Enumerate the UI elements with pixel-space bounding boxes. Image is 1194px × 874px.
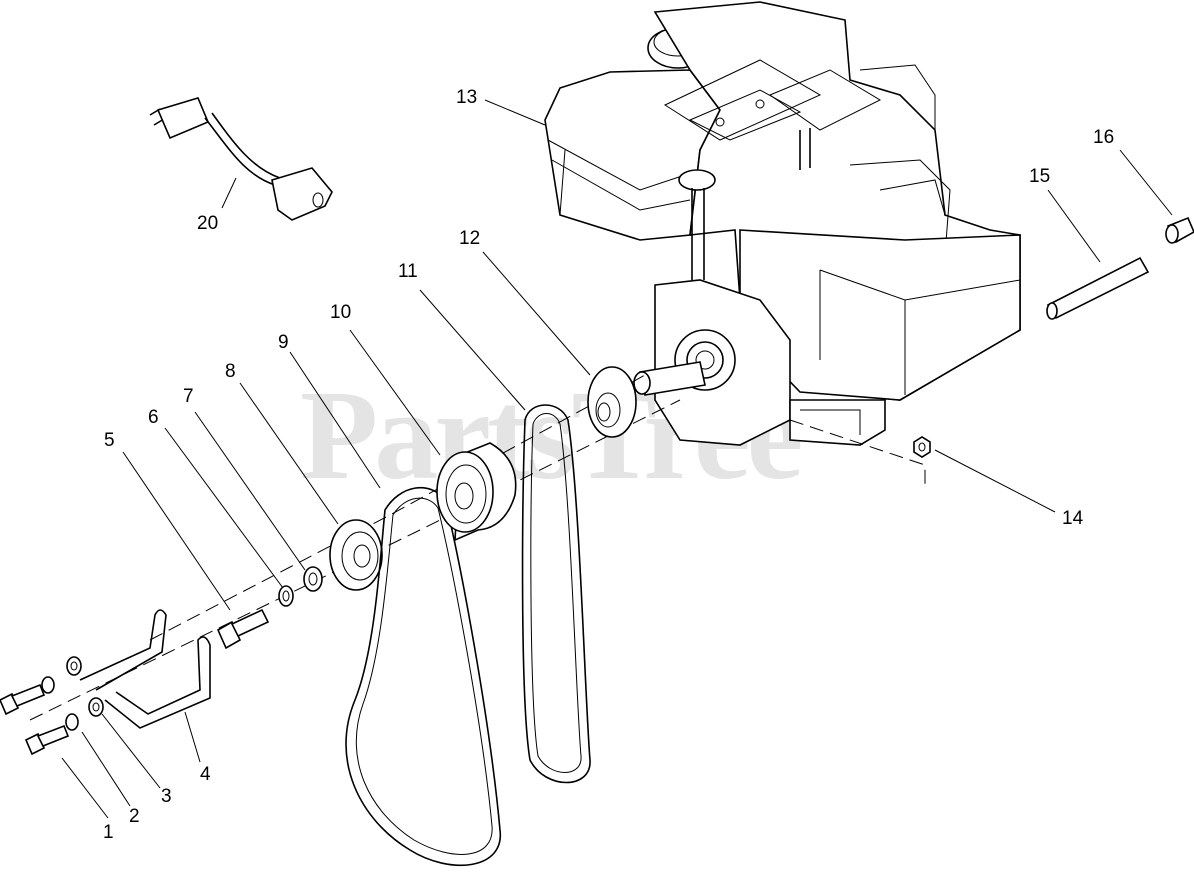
engine-assembly [544,1,1021,446]
callout-8: 8 [225,361,236,382]
extension-cord [149,97,333,221]
idler-pulley-part-8 [329,519,383,591]
callout-numbers: 1 2 3 4 5 6 7 8 9 10 11 12 13 14 15 16 2… [103,87,1114,843]
washer-part-6 [278,585,294,607]
callout-6: 6 [148,407,159,428]
callout-4: 4 [200,764,211,785]
spacer-part-15 [1046,256,1150,320]
auger-pulley-part-12 [587,366,637,438]
callout-5: 5 [104,430,115,451]
callout-3: 3 [161,786,172,807]
callout-10: 10 [330,302,351,323]
callout-20: 20 [197,213,218,234]
callout-15: 15 [1029,166,1050,187]
bushing-part-16 [1165,216,1194,244]
nut-part-14 [913,436,931,458]
callout-12: 12 [459,228,480,249]
callout-2: 2 [129,806,140,827]
bolt-part-1 [0,683,70,756]
callout-16: 16 [1093,127,1114,148]
flat-washer-part-3 [66,656,104,717]
callout-11: 11 [398,261,418,282]
callout-1: 1 [103,822,114,843]
lock-washer-part-2 [41,676,79,731]
callout-13: 13 [456,87,477,108]
callout-9: 9 [278,332,289,353]
washer-part-7 [303,566,323,592]
callout-7: 7 [183,386,194,407]
centerline-main [29,399,681,721]
belt-guide-part-4 [79,609,211,729]
drive-pulley-part-10 [436,442,517,542]
auger-belt-part-11 [521,404,591,784]
shoulder-bolt-part-5 [216,608,270,650]
callout-14: 14 [1062,508,1084,529]
leader-lines [61,99,1173,819]
centerline-nut [789,419,926,490]
